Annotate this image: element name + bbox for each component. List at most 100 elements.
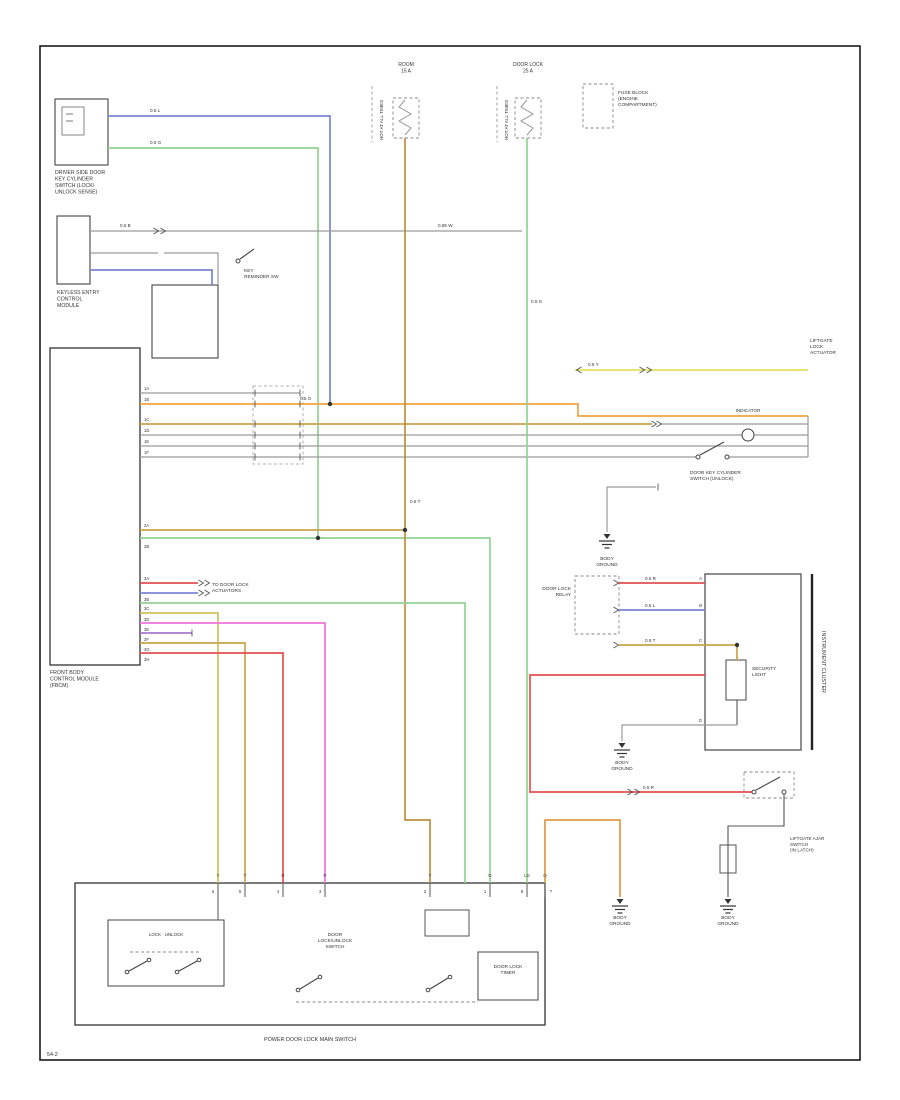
fbcm-box xyxy=(49,347,141,666)
wire-code: 0.5 R xyxy=(643,785,655,790)
entry-code: Y xyxy=(217,873,220,878)
connector-chevron xyxy=(651,420,658,428)
svg-text:3: 3 xyxy=(319,889,322,894)
svg-text:1E: 1E xyxy=(144,439,149,444)
terminal-main-a2 xyxy=(317,974,323,980)
svg-text:1B: 1B xyxy=(144,397,149,402)
wire-blue-module xyxy=(90,269,213,285)
entry-code: LG xyxy=(524,873,530,878)
svg-text:O: O xyxy=(543,873,547,878)
terminal-main-a1 xyxy=(295,987,301,993)
page-frame xyxy=(39,45,861,1061)
ground-arrow-2 xyxy=(618,743,626,748)
svg-text:G: G xyxy=(488,873,492,878)
entry-code: T xyxy=(429,873,432,878)
svg-text:1: 1 xyxy=(484,889,487,894)
svg-text:3C: 3C xyxy=(144,606,149,611)
wire-orange-lock-output xyxy=(140,403,808,417)
connector-chevron xyxy=(198,589,205,597)
wire-pink-illum xyxy=(140,622,326,883)
wire-green-lock-feed xyxy=(140,537,491,883)
terminal-key-reminder xyxy=(235,258,241,264)
svg-text:3D: 3D xyxy=(144,617,149,622)
terminal-ajar-r xyxy=(781,789,787,795)
blade-ajar-switch xyxy=(755,776,781,791)
fbcm-pin: 1C xyxy=(144,417,149,422)
wire-code: 0.5 B xyxy=(120,223,131,228)
junction-green xyxy=(315,535,321,541)
key-cylinder-inner xyxy=(61,106,85,136)
label-lock-unlock: LOCK · UNLOCK xyxy=(149,932,183,937)
svg-text:0.5 G: 0.5 G xyxy=(531,299,543,304)
pin-number: 8 xyxy=(521,889,524,894)
svg-text:LOCK · UNLOCK: LOCK · UNLOCK xyxy=(149,932,183,937)
wire-orange-ground xyxy=(544,819,621,897)
fbcm-pin: 1A xyxy=(144,386,149,391)
door-lock-relay-box xyxy=(574,575,620,635)
terminal-main-b1 xyxy=(425,987,431,993)
entry-code: T xyxy=(244,873,247,878)
entry-code: O xyxy=(543,873,547,878)
pin-number: 6 xyxy=(212,889,215,894)
svg-text:0.5 Y: 0.5 Y xyxy=(588,362,599,367)
instrument-cluster-box xyxy=(704,573,802,751)
svg-text:1F: 1F xyxy=(144,450,149,455)
svg-text:0.5 R: 0.5 R xyxy=(643,785,655,790)
security-light-box xyxy=(725,659,747,701)
connector-chevron xyxy=(160,227,167,235)
fbcm-pin: 1E xyxy=(144,439,149,444)
key-cylinder-switch-box xyxy=(54,98,109,166)
wire-tan-security xyxy=(619,644,738,660)
wire-gray-ground-1 xyxy=(606,486,656,532)
svg-text:0.5 L: 0.5 L xyxy=(645,603,656,608)
svg-text:0.5 T: 0.5 T xyxy=(645,638,656,643)
svg-text:7: 7 xyxy=(550,889,553,894)
connector-chevron xyxy=(627,788,634,796)
connector-chevron xyxy=(153,227,160,235)
wire-code: 0.5 G xyxy=(150,140,162,145)
entry-code: R xyxy=(281,873,284,878)
door-lock-timer-box xyxy=(477,951,539,1001)
inline-connector-block xyxy=(252,385,304,465)
svg-text:0.5 T: 0.5 T xyxy=(410,499,421,504)
blade-lock-a xyxy=(128,960,148,972)
fbcm-pin: 3H xyxy=(144,657,149,662)
junction-tan xyxy=(402,527,408,533)
terminal-lock-a1 xyxy=(124,969,130,975)
main-switch-inner-a xyxy=(107,919,225,987)
wire-code: 0.5 G xyxy=(531,299,543,304)
connector-chevron xyxy=(613,641,620,649)
blade-key-cyl-457 xyxy=(699,441,725,456)
fbcm-pin: 2A xyxy=(144,523,149,528)
fbcm-pin: 3C xyxy=(144,606,149,611)
svg-text:P: P xyxy=(324,873,327,878)
svg-text:0.5 G: 0.5 G xyxy=(150,140,162,145)
svg-text:C: C xyxy=(699,638,702,643)
liftgate-switch-dashed-box xyxy=(743,771,795,799)
entry-code: G xyxy=(488,873,492,878)
svg-text:3G: 3G xyxy=(144,647,150,652)
entry-code: P xyxy=(324,873,327,878)
svg-text:1D: 1D xyxy=(144,428,149,433)
fbcm-pin: 3A xyxy=(144,576,149,581)
fbcm-pin: 3D xyxy=(144,617,149,622)
svg-text:8: 8 xyxy=(521,889,524,894)
